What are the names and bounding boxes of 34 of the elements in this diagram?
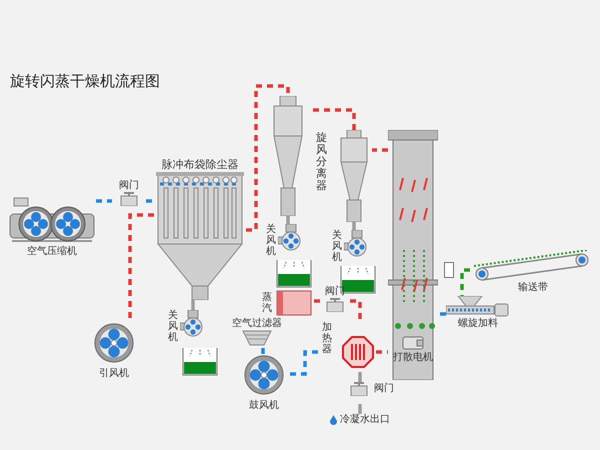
equipment-label: 关风机	[168, 310, 178, 343]
pipe	[286, 216, 290, 224]
equipment-label: 阀门	[325, 286, 345, 298]
equipment-label: 空气过滤器	[232, 318, 282, 330]
equipment-label: 加热器	[322, 322, 332, 355]
pipe	[146, 199, 154, 203]
equipment-label: 关风机	[266, 224, 276, 257]
equipment-label: 鼓风机	[249, 400, 279, 412]
equipment-label: 空气压缩机	[27, 246, 77, 258]
pipe	[376, 350, 388, 354]
equipment-label: 引风机	[99, 368, 129, 380]
equipment-label: 关风机	[332, 230, 342, 263]
pipe	[314, 299, 320, 303]
equipment-label: 阀门	[374, 383, 394, 395]
pipe	[352, 222, 356, 230]
equipment-label: 脉冲布袋除尘器	[162, 158, 238, 172]
equipment-label: 冷凝水出口	[340, 414, 390, 426]
equipment-label: 旋风分离器	[316, 132, 327, 192]
pipe	[438, 312, 446, 316]
equipment-label: 阀门	[119, 180, 139, 192]
equipment-label: 输送带	[518, 282, 548, 294]
pipe	[372, 148, 388, 152]
pipe	[96, 199, 112, 203]
diagram-title: 旋转闪蒸干燥机流程图	[10, 71, 160, 92]
pipe	[246, 84, 290, 232]
pipe	[261, 348, 265, 354]
equipment-label: 打散电机	[393, 352, 433, 364]
pipe	[350, 299, 362, 322]
pipe	[358, 372, 362, 382]
equipment-label: 蒸汽	[262, 292, 272, 314]
pipe	[460, 268, 470, 296]
equipment-label: 螺旋加料	[458, 318, 498, 330]
pipe	[358, 404, 362, 414]
pipe	[191, 300, 195, 310]
